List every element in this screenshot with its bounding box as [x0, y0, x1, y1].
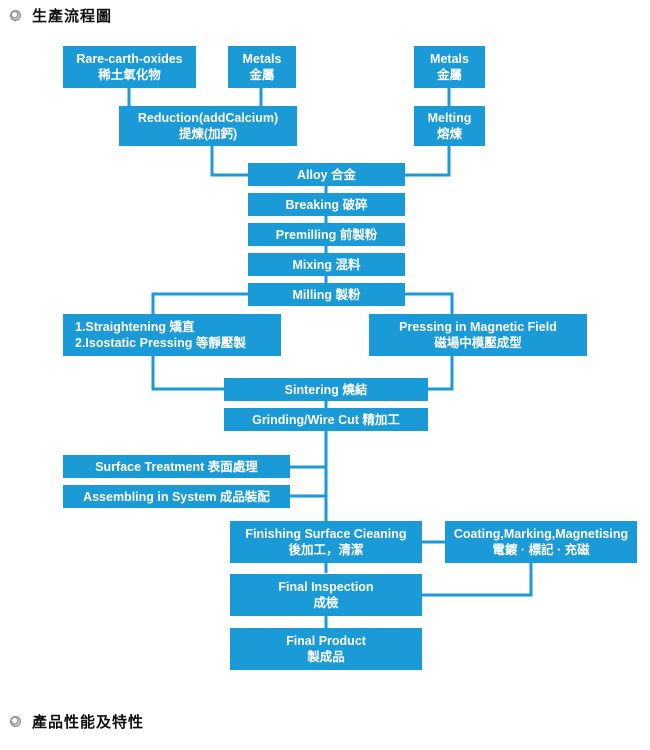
node-final-inspection: Final Inspection 成檢 [230, 574, 422, 616]
node-finishing: Finishing Surface Cieaning 後加工，清潔 [230, 521, 422, 563]
node-assembling-label: Assembling in System 成品裝配 [83, 489, 270, 504]
node-rare-earth-oxides-zh: 稀土氧化物 [98, 68, 161, 82]
connector-melting-to-alloy [405, 146, 451, 177]
node-reduction-en: Reduction(addCalcium) [137, 111, 279, 125]
node-rare-earth-oxides: Rare-carth-oxides 稀土氧化物 [63, 46, 196, 88]
node-final-product: Final Product 製成品 [230, 628, 422, 670]
node-coating: Coating,Marking,Magnetising 電鍍 · 標記 · 充磁 [445, 521, 637, 563]
node-coating-zh: 電鍍 · 標記 · 充磁 [492, 543, 590, 557]
node-final-product-zh: 製成品 [307, 650, 345, 664]
node-metals-right: Metals 金屬 [414, 46, 485, 88]
bullet-icon [10, 9, 21, 21]
node-final-inspection-zh: 成檢 [313, 596, 339, 610]
connector-reduction-to-alloy [210, 146, 248, 177]
node-final-product-en: Final Product [286, 634, 366, 648]
node-breaking: Breaking 破碎 [248, 193, 405, 216]
bullet-icon [10, 715, 21, 727]
connector-straightening-to-sintering [151, 356, 224, 391]
node-alloy: Alloy 合金 [248, 163, 405, 186]
node-rare-earth-oxides-en: Rare-carth-oxides [76, 52, 183, 66]
connector-pressing-to-sintering [428, 356, 454, 391]
node-mixing: Mixing 混料 [248, 253, 405, 276]
node-straightening: 1.Straightening 矯直 2.Isostatic Pressing … [63, 314, 281, 356]
node-breaking-label: Breaking 破碎 [285, 197, 368, 212]
node-straightening-line1: 1.Straightening 矯直 [75, 320, 195, 334]
process-section-header: 生產流程圖 [10, 5, 112, 25]
node-alloy-label: Alloy 合金 [296, 167, 357, 182]
node-melting-zh: 熔煉 [436, 127, 462, 141]
node-sintering: Sintering 燒結 [224, 378, 428, 401]
node-milling: Milling 製粉 [248, 283, 405, 306]
node-straightening-line2: 2.Isostatic Pressing 等靜壓製 [75, 336, 246, 350]
connector-coating-to-final-inspection [422, 562, 533, 597]
node-grinding-label: Grinding/Wire Cut 精加工 [252, 412, 400, 427]
node-metals-left-zh: 金屬 [249, 68, 275, 82]
node-metals-right-en: Metals [430, 52, 469, 66]
node-grinding: Grinding/Wire Cut 精加工 [224, 408, 428, 431]
node-reduction-zh: 提煉(加鈣) [178, 127, 238, 141]
node-metals-left: Metals 金屬 [228, 46, 296, 88]
connector-milling-to-pressing [405, 292, 454, 314]
node-coating-en: Coating,Marking,Magnetising [453, 527, 629, 541]
node-pressing-magnetic-field-en: Pressing in Magnetic Field [399, 320, 557, 334]
node-melting-en: Melting [427, 111, 472, 125]
node-final-inspection-en: Final Inspection [278, 580, 374, 594]
node-finishing-en: Finishing Surface Cieaning [245, 527, 407, 541]
node-sintering-label: Sintering 燒結 [284, 382, 368, 397]
node-premilling-label: Premilling 前製粉 [275, 227, 378, 242]
node-assembling: Assembling in System 成品裝配 [63, 485, 290, 508]
node-mixing-label: Mixing 混料 [292, 257, 361, 272]
connector-milling-to-straightening [151, 292, 248, 314]
node-surface-treatment: Surface Treatment 表面處理 [63, 455, 290, 478]
node-metals-right-zh: 金屬 [436, 68, 462, 82]
properties-section-title: 產品性能及特性 [32, 713, 145, 731]
process-section-title: 生產流程圖 [32, 7, 113, 25]
node-finishing-zh: 後加工，清潔 [288, 543, 364, 557]
node-melting: Melting 熔煉 [414, 106, 485, 146]
node-milling-label: Milling 製粉 [292, 287, 361, 302]
node-surface-treatment-label: Surface Treatment 表面處理 [95, 459, 258, 474]
node-premilling: Premilling 前製粉 [248, 223, 405, 246]
node-pressing-magnetic-field-zh: 磁場中模壓成型 [434, 336, 522, 350]
node-pressing-magnetic-field: Pressing in Magnetic Field 磁場中模壓成型 [369, 314, 587, 356]
node-reduction: Reduction(addCalcium) 提煉(加鈣) [119, 106, 297, 146]
node-metals-left-en: Metals [242, 52, 282, 66]
properties-section-header: 產品性能及特性 [10, 711, 144, 731]
